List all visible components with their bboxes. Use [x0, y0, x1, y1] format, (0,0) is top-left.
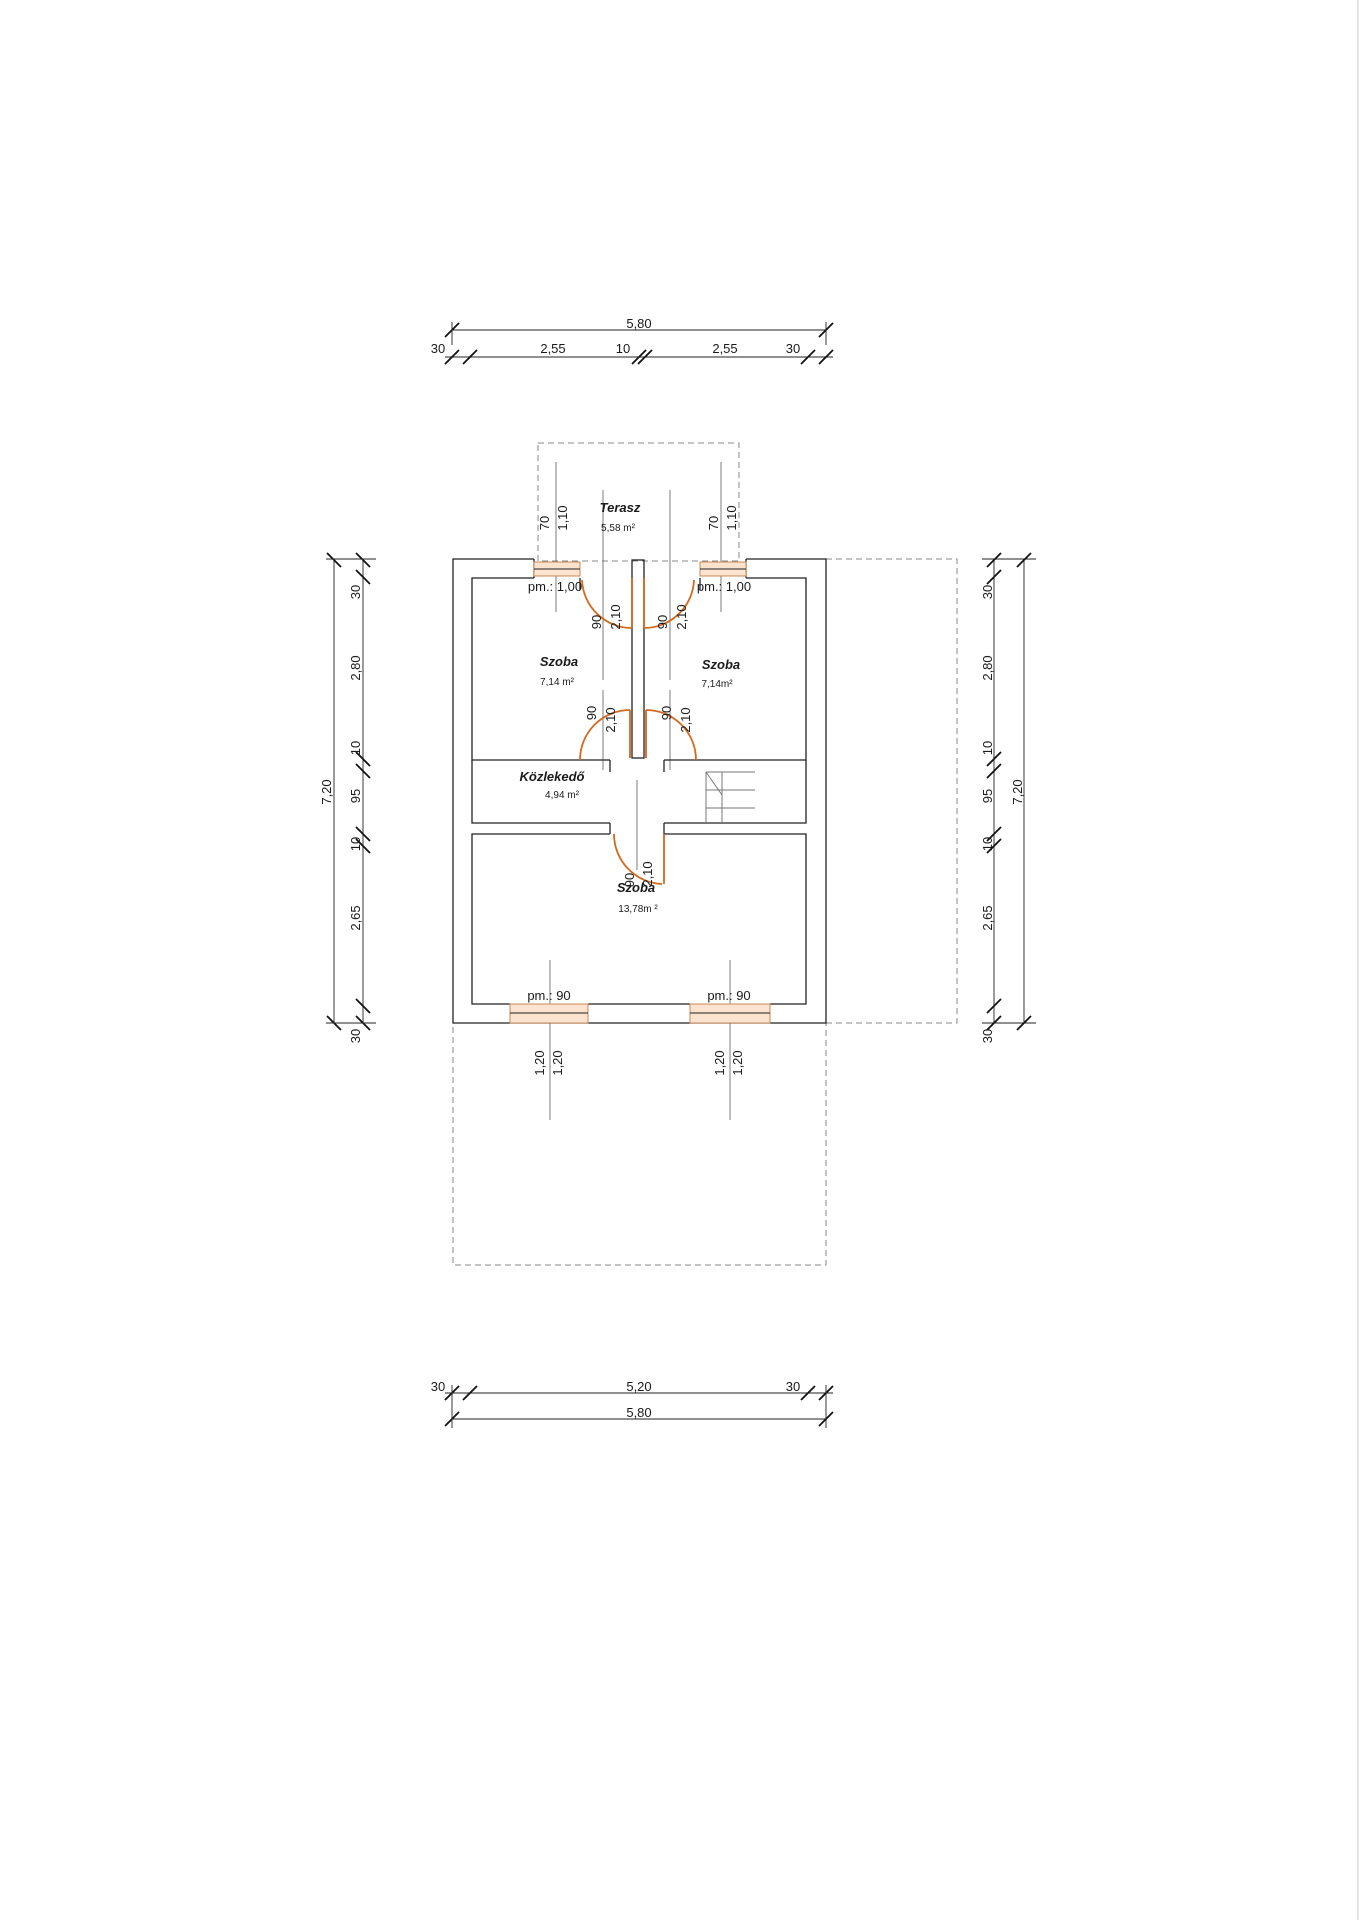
dim-top-mid-wall: 10	[616, 341, 630, 356]
windows	[509, 561, 771, 1024]
door-mid-left-height: 2,10	[603, 707, 618, 732]
dim-right-overall: 7,20	[1010, 779, 1025, 804]
dim-left-seg-3: 10	[348, 741, 363, 755]
room-szoba-bottom-area: 13,78m ²	[618, 904, 658, 915]
bottom-dimension-chain: 30 5,20 30 5,80	[431, 1379, 834, 1428]
door-upper-right-width: 90	[655, 615, 670, 629]
walls	[452, 558, 827, 1024]
dim-right-seg-2: 2,80	[980, 655, 995, 680]
dim-right-seg-6: 2,65	[980, 905, 995, 930]
dim-top-left-room: 2,55	[540, 341, 565, 356]
terrace-outline	[537, 442, 740, 562]
dim-top-right-room: 2,55	[712, 341, 737, 356]
door-mid-left	[579, 709, 631, 761]
dim-bottom-inner: 5,20	[626, 1379, 651, 1394]
dim-bottom-left-wall: 30	[431, 1379, 445, 1394]
window-top-right-label: pm.: 1,00	[697, 579, 751, 594]
door-lower	[613, 833, 663, 885]
door-upper-left	[581, 579, 633, 629]
window-bottom-left-label: pm.: 90	[527, 988, 570, 1003]
window-bottom-right-label: pm.: 90	[707, 988, 750, 1003]
room-kozlekedo-area: 4,94 m²	[545, 790, 580, 801]
dim-bottom-overall: 5,80	[626, 1405, 651, 1420]
door-mid-right-height: 2,10	[678, 707, 693, 732]
window-top-right-height: 1,10	[724, 505, 739, 530]
window-bottom-left	[509, 1003, 589, 1024]
room-szoba-bottom-name: Szoba	[617, 880, 655, 895]
door-mid-left-width: 90	[584, 706, 599, 720]
window-top-left-label: pm.: 1,00	[528, 579, 582, 594]
doors	[579, 578, 697, 885]
dim-left-seg-2: 2,80	[348, 655, 363, 680]
dim-bottom-right-wall: 30	[786, 1379, 800, 1394]
stairs	[705, 771, 755, 823]
room-szoba-left-area: 7,14 m²	[540, 677, 575, 688]
dim-left-seg-5: 10	[348, 837, 363, 851]
window-top-left-height: 1,10	[555, 505, 570, 530]
window-bottom-right-width: 1,20	[712, 1050, 727, 1075]
dim-right-seg-3: 10	[980, 741, 995, 755]
axis-lines	[549, 462, 731, 1120]
room-szoba-right-area: 7,14m²	[701, 679, 733, 690]
window-bottom-right	[689, 1003, 771, 1024]
dim-left-seg-6: 2,65	[348, 905, 363, 930]
window-bottom-right-height: 1,20	[730, 1050, 745, 1075]
door-lower-height: 2,10	[640, 861, 655, 886]
side-outline	[825, 558, 958, 1024]
page-edge	[1357, 0, 1359, 1920]
dim-left-seg-4: 95	[348, 789, 363, 803]
door-upper-right-height: 2,10	[674, 604, 689, 629]
door-mid-right	[645, 709, 697, 761]
dim-right-seg-1: 30	[980, 585, 995, 599]
window-top-right-width: 70	[706, 516, 721, 530]
room-labels: Terasz 5,58 m² Szoba 7,14 m² Szoba 7,14m…	[519, 500, 740, 915]
room-szoba-right-name: Szoba	[702, 657, 740, 672]
window-labels: pm.: 1,00 pm.: 1,00 pm.: 90 pm.: 90 70 1…	[527, 505, 751, 1075]
window-top-left-width: 70	[537, 516, 552, 530]
door-upper-right	[643, 579, 695, 629]
dim-left-seg-1: 30	[348, 585, 363, 599]
door-labels: 90 2,10 90 2,10 90 2,10 90 2,10 90 2,10	[584, 604, 693, 887]
room-terasz-name: Terasz	[600, 500, 641, 515]
door-upper-left-height: 2,10	[608, 604, 623, 629]
dim-left-seg-7: 30	[348, 1029, 363, 1043]
room-szoba-left-name: Szoba	[540, 654, 578, 669]
dim-right-seg-4: 95	[980, 789, 995, 803]
left-dimension-chain: 30 2,80 10 95 10 2,65 30 7,20	[319, 552, 376, 1043]
dim-top-right-wall: 30	[786, 341, 800, 356]
dim-top-overall: 5,80	[626, 316, 651, 331]
top-dimension-chain: 5,80 30 2,55 10 2,55 30	[431, 316, 834, 365]
dashed-outlines	[452, 442, 958, 1266]
room-kozlekedo-name: Közlekedő	[519, 769, 585, 784]
door-lower-width: 90	[622, 873, 637, 887]
door-upper-left-width: 90	[589, 615, 604, 629]
right-dimension-chain: 30 2,80 10 95 10 2,65 30 7,20	[980, 552, 1036, 1043]
window-bottom-left-width: 1,20	[532, 1050, 547, 1075]
front-outline	[452, 1022, 827, 1266]
dim-top-left-wall: 30	[431, 341, 445, 356]
dim-right-seg-7: 30	[980, 1029, 995, 1043]
dim-left-overall: 7,20	[319, 779, 334, 804]
window-bottom-left-height: 1,20	[550, 1050, 565, 1075]
door-mid-right-width: 90	[659, 706, 674, 720]
dim-right-seg-5: 10	[980, 837, 995, 851]
room-terasz-area: 5,58 m²	[601, 523, 636, 534]
